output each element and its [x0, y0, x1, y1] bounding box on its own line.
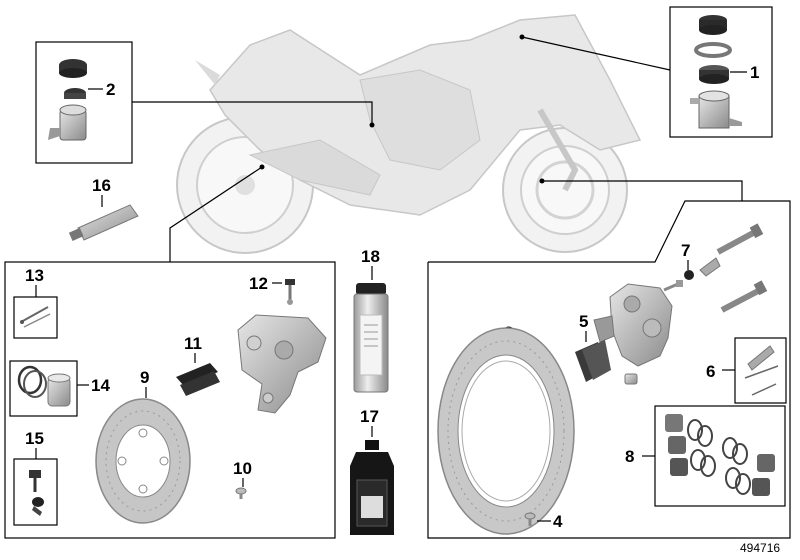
- bleeder-valve-icon: [285, 279, 295, 305]
- disc-bolt-rear-icon: [235, 487, 247, 499]
- leader-line-1: [521, 36, 671, 71]
- callout-4: 4: [553, 512, 563, 531]
- callout-15: 15: [25, 429, 44, 448]
- box-front-brake: [427, 200, 791, 539]
- brake-piston-icon: [47, 373, 71, 407]
- rear-brake-pads-icon: [176, 363, 220, 396]
- leader-line-front-brake: [542, 180, 743, 201]
- bleed-cap-icon: [684, 270, 694, 280]
- callout-10: 10: [233, 459, 252, 478]
- box-part-14: [9, 360, 78, 417]
- front-reservoir-gasket-icon: [694, 42, 732, 58]
- callout-13: 13: [25, 266, 44, 285]
- spray-can-icon: [353, 283, 389, 393]
- box-part-2: [35, 41, 133, 164]
- front-piston-seal-kit-icon: [665, 414, 775, 496]
- brake-fluid-bottle-icon: [350, 440, 394, 535]
- callout-12: 12: [249, 274, 268, 293]
- callout-9: 9: [140, 368, 149, 387]
- box-part-13: [13, 296, 58, 339]
- disc-bolt-front-icon: [524, 512, 536, 526]
- reservoir-cap-icon: [59, 59, 87, 78]
- callout-2: 2: [106, 80, 115, 99]
- caliper-mounting-bolt-lower-icon: [720, 280, 768, 313]
- front-pins-kit-icon: [744, 345, 779, 396]
- caliper-mounting-bolt-upper-icon: [716, 223, 764, 255]
- leader-line-2: [132, 101, 373, 125]
- front-brake-pads-icon: [575, 340, 611, 382]
- callout-7: 7: [681, 241, 690, 260]
- callout-6: 6: [706, 362, 715, 381]
- motorcycle-illustration: [176, 14, 642, 254]
- rear-brake-caliper-icon: [237, 314, 327, 414]
- callout-14: 14: [91, 376, 110, 395]
- retaining-pin-icon: [20, 306, 51, 328]
- callout-1: 1: [750, 63, 759, 82]
- rear-brake-disc-icon: [95, 398, 191, 524]
- reservoir-seal-icon: [64, 88, 86, 99]
- reservoir-body-icon: [48, 104, 87, 141]
- box-part-15: [13, 458, 58, 526]
- callout-17: 17: [360, 407, 379, 426]
- callout-11: 11: [184, 334, 202, 353]
- callout-18: 18: [361, 247, 380, 266]
- front-reservoir-membrane-icon: [699, 65, 729, 84]
- pad-spring-clip-icon: [699, 257, 721, 277]
- callout-8: 8: [625, 447, 634, 466]
- bleed-screw-icon: [29, 470, 44, 516]
- leader-line-rear-brake: [169, 166, 263, 262]
- caliper-piston-small-icon: [624, 373, 638, 385]
- callout-16: 16: [92, 176, 111, 195]
- front-reservoir-body-icon: [690, 90, 742, 129]
- front-brake-caliper-icon: [593, 283, 673, 367]
- callout-5: 5: [579, 312, 588, 331]
- reference-number: 494716: [740, 541, 780, 555]
- piston-seal-icon: [17, 365, 47, 398]
- box-part-6: [734, 337, 787, 404]
- front-reservoir-cap-icon: [699, 15, 727, 35]
- front-brake-disc-icon: [437, 327, 575, 535]
- grease-tube-icon: [68, 204, 139, 242]
- front-bleed-screw-icon: [663, 280, 683, 292]
- box-part-1: [669, 6, 773, 138]
